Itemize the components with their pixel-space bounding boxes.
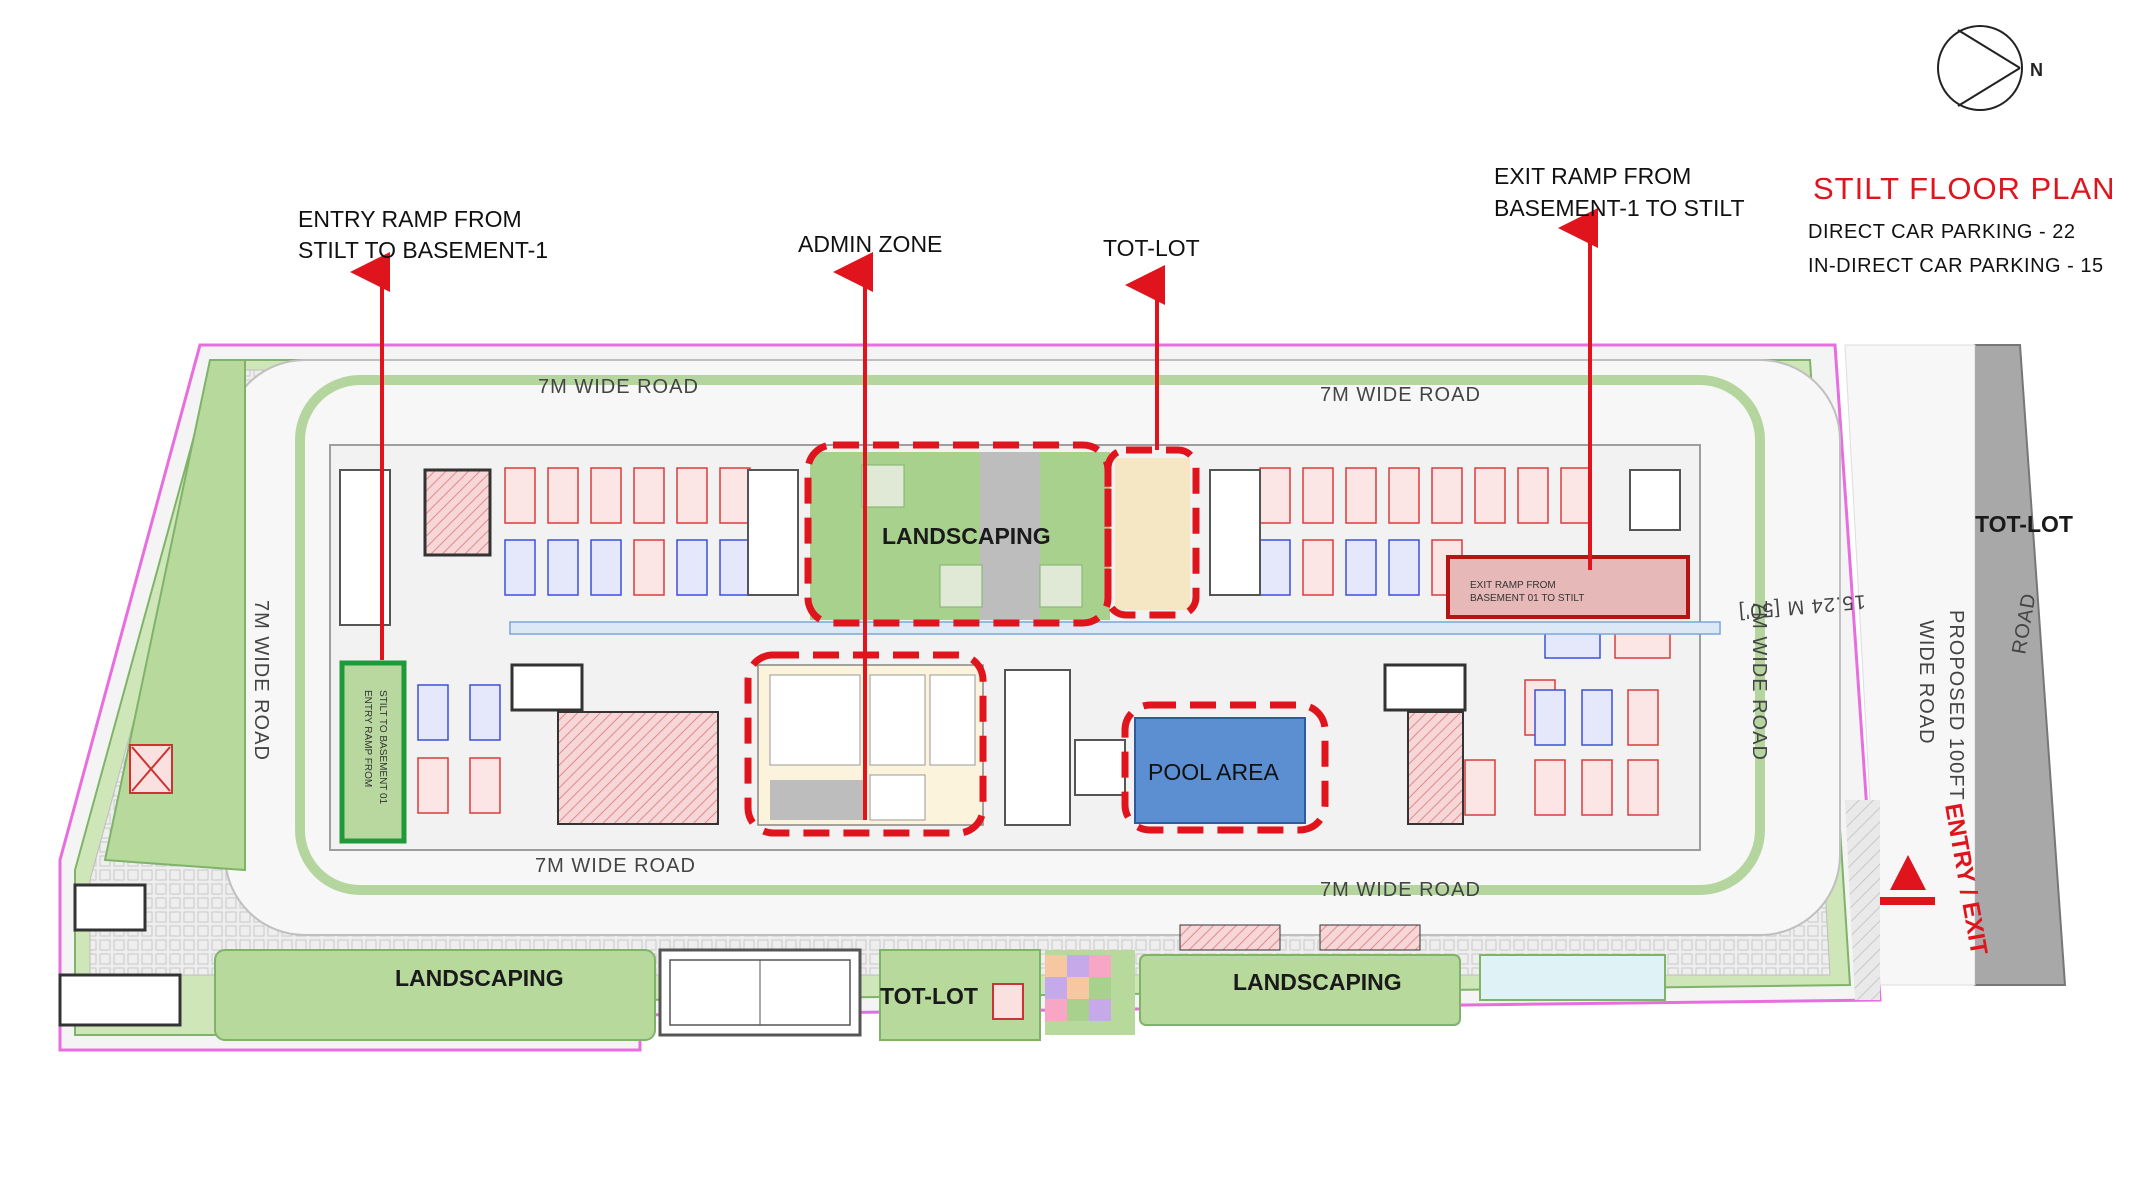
entry-ramp-box-label-2: STILT TO BASEMENT 01: [377, 690, 388, 805]
tot-lot-right-label: TOT-LOT: [1975, 511, 2073, 537]
entry-ramp-callout-line-2: STILT TO BASEMENT-1: [298, 237, 548, 263]
landscaping-bottom-left-label: LANDSCAPING: [395, 965, 564, 991]
left-green-area: [103, 359, 246, 872]
bottom-landscaping-strip: [214, 948, 1666, 1041]
road-label-top-left: 7M WIDE ROAD: [538, 376, 699, 398]
security-cabin: [58, 973, 182, 1027]
proposed-road-line-2: WIDE ROAD: [1915, 620, 1937, 745]
callout-arrows: [350, 208, 1598, 820]
road-green-edge: [295, 375, 1765, 895]
pool-area-box: [1121, 701, 1329, 834]
exit-ramp-callout-line-1: EXIT RAMP FROM: [1494, 163, 1691, 189]
direct-parking-count: DIRECT CAR PARKING - 22: [1808, 221, 2075, 243]
road-label-bottom-left: 7M WIDE ROAD: [535, 855, 696, 877]
tot-lot-callout: TOT-LOT: [1103, 235, 1200, 261]
bench-right: [1319, 924, 1421, 951]
exit-ramp-callout-line-2: BASEMENT-1 TO STILT: [1494, 195, 1745, 221]
north-label: N: [2030, 60, 2043, 80]
pool-area-label: POOL AREA: [1148, 759, 1279, 785]
hatched-setback: [1845, 800, 1880, 1000]
admin-zone-area: [744, 651, 987, 837]
landscaping-center-label: LANDSCAPING: [882, 523, 1051, 549]
parking-bays-top-left: [504, 467, 751, 596]
parking-bays-left-lower: [417, 684, 501, 814]
exit-ramp-box-label-1: EXIT RAMP FROM: [1470, 580, 1556, 591]
entry-ramp-callout-line-1: ENTRY RAMP FROM: [298, 206, 522, 232]
entry-exit-marker-icon: [1890, 855, 1926, 890]
dg-set-room: [73, 883, 147, 932]
exit-ramp-box-label-2: BASEMENT 01 TO STILT: [1470, 593, 1584, 604]
external-road-strip: [1974, 344, 2067, 986]
service-block-left: [557, 711, 719, 825]
admin-zone-callout: ADMIN ZONE: [798, 231, 942, 257]
service-block-top-left: [423, 468, 492, 557]
proposed-road-line-1: PROPOSED 100FT: [1945, 610, 1967, 801]
tot-lot-top-area: [1104, 446, 1200, 619]
bench-left: [1179, 924, 1281, 951]
kids-play-area: [1045, 955, 1111, 1021]
service-block-right: [1407, 711, 1464, 825]
entry-ramp-box-label-1: ENTRY RAMP FROM: [362, 690, 373, 787]
road-label-top-right: 7M WIDE ROAD: [1320, 384, 1481, 406]
indirect-parking-count: IN-DIRECT CAR PARKING - 15: [1808, 255, 2104, 277]
plan-title: STILT FLOOR PLAN: [1813, 171, 2116, 206]
drain-line: [509, 621, 1721, 635]
road-label-left: 7M WIDE ROAD: [250, 600, 272, 761]
road-label-bottom-right: 7M WIDE ROAD: [1320, 879, 1481, 901]
north-arrow-icon: N: [1937, 25, 2043, 111]
landscaping-center-area: [804, 441, 1112, 627]
landscaping-bottom-right-label: LANDSCAPING: [1233, 969, 1402, 995]
tot-lot-bottom-label: TOT-LOT: [880, 983, 978, 1009]
road-label-right: 7M WIDE ROAD: [1748, 600, 1770, 761]
exit-ramp-box: EXIT RAMP FROM BASEMENT 01 TO STILT: [1446, 555, 1690, 619]
entry-ramp-box: ENTRY RAMP FROM STILT TO BASEMENT 01: [339, 660, 407, 844]
